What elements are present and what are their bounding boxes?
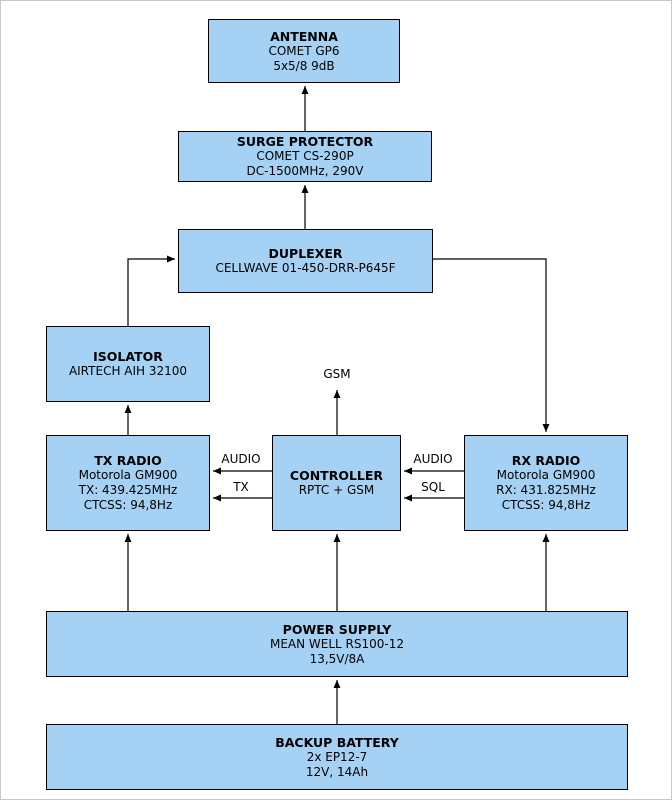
node-duplexer-model: CELLWAVE 01-450-DRR-P645F <box>215 261 396 275</box>
node-rx-radio-freq: RX: 431.825MHz <box>496 483 596 497</box>
node-controller: CONTROLLER RPTC + GSM <box>272 435 401 531</box>
node-isolator-title: ISOLATOR <box>93 349 163 364</box>
label-audio-tx: AUDIO <box>221 452 261 466</box>
node-duplexer: DUPLEXER CELLWAVE 01-450-DRR-P645F <box>178 229 433 293</box>
node-rx-radio-ctcss: CTCSS: 94,8Hz <box>501 498 591 512</box>
node-antenna-spec: 5x5/8 9dB <box>273 58 335 73</box>
node-rx-radio-title: RX RADIO <box>511 453 581 468</box>
node-tx-radio-ctcss: CTCSS: 94,8Hz <box>83 498 173 512</box>
node-surge-protector: SURGE PROTECTOR COMET CS-290P DC-1500MHz… <box>178 131 432 182</box>
node-tx-radio-freq: TX: 439.425MHz <box>78 483 178 497</box>
node-power-supply-model: MEAN WELL RS100-12 <box>269 636 405 651</box>
node-surge-spec: DC-1500MHz, 290V <box>246 164 364 178</box>
node-antenna-model: COMET GP6 <box>268 43 340 58</box>
node-antenna: ANTENNA COMET GP6 5x5/8 9dB <box>208 19 400 83</box>
node-backup-battery-title: BACKUP BATTERY <box>275 734 399 750</box>
node-surge-model: COMET CS-290P <box>256 149 354 163</box>
node-power-supply-spec: 13,5V/8A <box>309 651 365 666</box>
label-tx: TX <box>233 480 249 494</box>
arrow-isolator-to-duplexer <box>127 255 175 326</box>
node-surge-title: SURGE PROTECTOR <box>236 134 374 149</box>
node-backup-battery-model: 2x EP12-7 <box>306 749 368 764</box>
node-antenna-title: ANTENNA <box>270 28 338 44</box>
node-tx-radio-title: TX RADIO <box>94 453 162 468</box>
node-backup-battery-spec: 12V, 14Ah <box>305 764 369 779</box>
node-isolator-model: AIRTECH AIH 32100 <box>68 364 188 378</box>
arrow-duplexer-to-rxradio <box>433 258 550 432</box>
node-controller-title: CONTROLLER <box>289 468 384 483</box>
node-isolator: ISOLATOR AIRTECH AIH 32100 <box>46 326 210 402</box>
node-tx-radio-model: Motorola GM900 <box>78 468 178 482</box>
label-audio-rx: AUDIO <box>413 452 453 466</box>
label-gsm: GSM <box>323 367 351 381</box>
label-sql: SQL <box>421 480 445 494</box>
node-backup-battery: BACKUP BATTERY 2x EP12-7 12V, 14Ah <box>46 724 628 790</box>
node-power-supply-title: POWER SUPPLY <box>282 621 392 637</box>
node-tx-radio: TX RADIO Motorola GM900 TX: 439.425MHz C… <box>46 435 210 531</box>
node-rx-radio-model: Motorola GM900 <box>496 468 596 482</box>
node-controller-model: RPTC + GSM <box>298 483 375 497</box>
node-duplexer-title: DUPLEXER <box>268 246 343 261</box>
node-power-supply: POWER SUPPLY MEAN WELL RS100-12 13,5V/8A <box>46 611 628 677</box>
node-rx-radio: RX RADIO Motorola GM900 RX: 431.825MHz C… <box>464 435 628 531</box>
